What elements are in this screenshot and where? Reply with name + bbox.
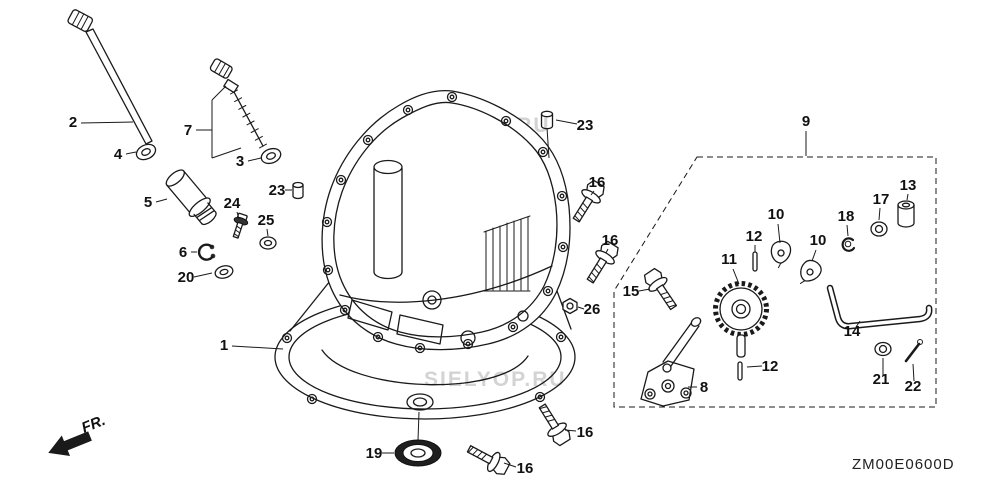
- callout-22: 22: [905, 378, 922, 395]
- part-7-dipstick-assembly: [209, 58, 267, 149]
- callout-5: 5: [144, 194, 152, 211]
- callout-12a: 12: [746, 228, 763, 245]
- diagram-code: ZM00E0600D: [852, 456, 955, 473]
- callout-8: 8: [700, 379, 708, 396]
- callout-20: 20: [178, 269, 195, 286]
- part-26-nut: [562, 297, 578, 315]
- callout-23b: 23: [577, 117, 594, 134]
- callout-16b: 16: [602, 232, 619, 249]
- callout-10a: 10: [768, 206, 785, 223]
- callout-19: 19: [366, 445, 383, 462]
- callout-2: 2: [69, 114, 77, 131]
- callout-23a: 23: [269, 182, 286, 199]
- part-17-washer: [870, 221, 888, 237]
- callout-12b: 12: [762, 358, 779, 375]
- callout-10b: 10: [810, 232, 827, 249]
- part-5-oil-filler-neck: [165, 169, 217, 226]
- part-10-weight-left: [769, 239, 795, 270]
- fr-arrow-icon: [48, 431, 92, 456]
- bolt-16-bottom: [463, 438, 513, 479]
- bolt-16-lower: [532, 399, 575, 449]
- callout-24: 24: [224, 195, 241, 212]
- part-25-washer: [259, 236, 277, 250]
- part-6-clip: [197, 243, 216, 261]
- callout-1: 1: [220, 337, 228, 354]
- part-3-washer: [260, 147, 282, 165]
- part-10-weight-right: [795, 257, 825, 290]
- part-23-plug-top: [540, 110, 554, 159]
- callout-6: 6: [179, 244, 187, 261]
- front-direction-marker: FR.: [48, 412, 108, 456]
- callout-13: 13: [900, 177, 917, 194]
- part-1-oil-pan: [274, 89, 576, 420]
- assembly-9-boundary: [613, 156, 937, 408]
- callout-16a: 16: [589, 174, 606, 191]
- fr-label: FR.: [79, 412, 108, 437]
- callout-3: 3: [236, 153, 244, 170]
- callout-11: 11: [721, 251, 737, 268]
- watermark-text: SIELYOP.RU: [424, 368, 567, 391]
- part-18-clip: [841, 237, 856, 252]
- part-14-governor-rod: [826, 284, 933, 330]
- part-13-bushing: [897, 200, 915, 228]
- callout-18: 18: [838, 208, 855, 225]
- callouts: 1 2 3 4 5 6 7 8 9 10 10 11 12 12 13 14 1…: [69, 113, 922, 477]
- part-24-bolt: [232, 212, 249, 239]
- part-4-washer: [135, 143, 157, 161]
- part-8-governor-holder: [640, 317, 702, 407]
- leader-lines: [80, 119, 915, 468]
- callout-16d: 16: [517, 460, 534, 477]
- part-12-pin-lower: [737, 361, 743, 381]
- part-20-washer: [214, 265, 234, 279]
- callout-17: 17: [873, 191, 890, 208]
- part-2-dipstick: [67, 9, 153, 145]
- callout-14: 14: [844, 323, 861, 340]
- callout-15: 15: [623, 283, 640, 300]
- part-21-washer: [874, 341, 892, 357]
- callout-4: 4: [114, 146, 123, 163]
- bracket-7: [196, 85, 242, 159]
- callout-16c: 16: [577, 424, 594, 441]
- part-12-pin-upper: [752, 251, 758, 272]
- part-19-oil-seal: [394, 411, 442, 467]
- callout-9: 9: [802, 113, 810, 130]
- callout-26: 26: [584, 301, 601, 318]
- callout-21: 21: [873, 371, 890, 388]
- part-11-governor-gear: [713, 281, 769, 358]
- part-22-pin: [904, 339, 923, 363]
- callout-25: 25: [258, 212, 275, 229]
- part-23-plug-left: [292, 181, 304, 200]
- callout-7: 7: [184, 122, 192, 139]
